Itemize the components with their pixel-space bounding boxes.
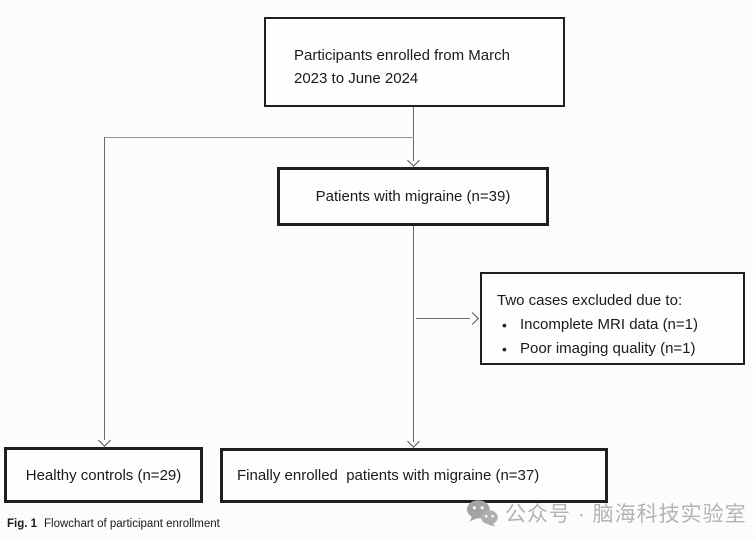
bullet-icon: • <box>502 341 507 357</box>
excluded-item-row: • Incomplete MRI data (n=1) <box>497 313 737 337</box>
box-patients-with-migraine: Patients with migraine (n=39) <box>277 167 549 226</box>
finally-enrolled-label: Finally enrolled patients with migraine … <box>237 467 540 484</box>
box-participants-enrolled: Participants enrolled from March 2023 to… <box>264 17 565 107</box>
box-finally-enrolled: Finally enrolled patients with migraine … <box>220 448 608 503</box>
connector-migraine-to-final <box>413 226 414 442</box>
figure-caption-label: Fig. 1 <box>7 518 38 530</box>
arrowhead-down-final <box>407 435 420 448</box>
connector-left-to-healthy <box>104 137 105 440</box>
arrowhead-down-healthy <box>98 434 111 447</box>
figure-caption-text: Flowchart of participant enrollment <box>44 518 220 530</box>
excluded-item-row: • Poor imaging quality (n=1) <box>497 337 737 361</box>
connector-branch-left <box>104 137 414 138</box>
patients-with-migraine-label: Patients with migraine (n=39) <box>315 188 511 205</box>
connector-top-to-migraine <box>413 105 414 161</box>
box-excluded-cases: Two cases excluded due to: • Incomplete … <box>480 272 745 365</box>
excluded-item-incomplete-mri: Incomplete MRI data (n=1) <box>520 316 699 333</box>
healthy-controls-label: Healthy controls (n=29) <box>25 466 182 484</box>
excluded-item-poor-quality: Poor imaging quality (n=1) <box>520 340 696 357</box>
wechat-icon <box>466 499 498 527</box>
excluded-cases-title: Two cases excluded due to: <box>497 292 683 309</box>
arrowhead-right-excluded <box>466 312 479 325</box>
arrowhead-down-migraine <box>407 154 420 167</box>
connector-to-excluded <box>416 318 470 319</box>
box-healthy-controls: Healthy controls (n=29) <box>4 447 203 503</box>
participants-enrolled-label: Participants enrolled from March 2023 to… <box>294 47 510 87</box>
figure-caption: Fig. 1 Flowchart of participant enrollmen… <box>7 518 220 530</box>
bullet-icon: • <box>502 317 507 333</box>
